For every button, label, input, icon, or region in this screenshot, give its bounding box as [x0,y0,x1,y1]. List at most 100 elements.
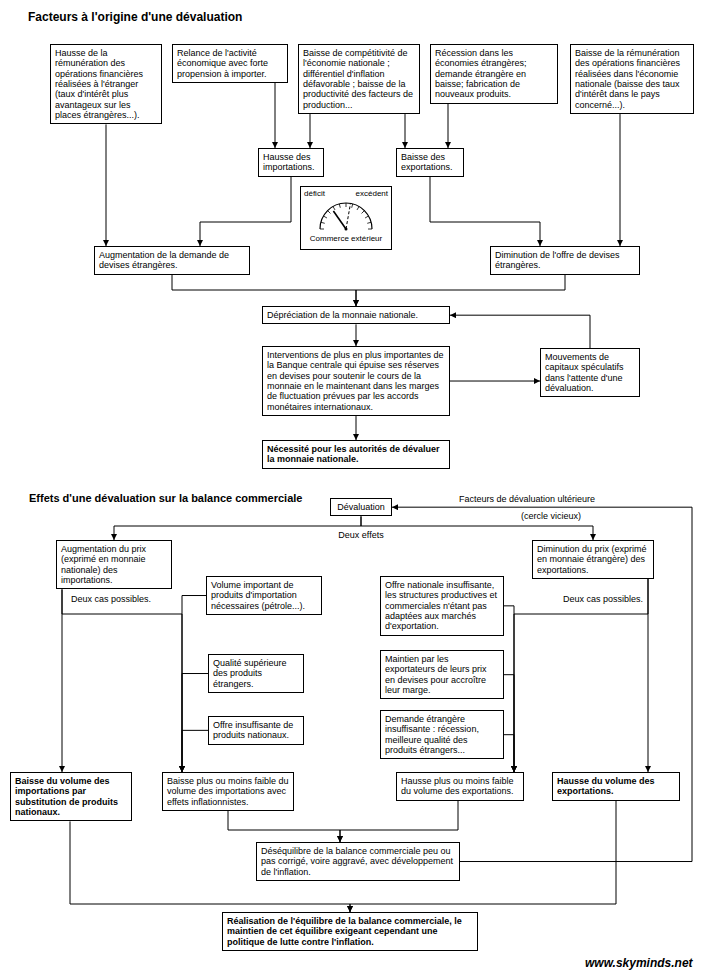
dial-tick [368,229,372,230]
flow-connector [182,674,208,772]
dial-tick [367,222,371,223]
flow-connector [356,416,357,440]
flow-connector [114,516,361,540]
process-box: Relance de l'activité économique avec fo… [172,44,288,83]
flow-connector [172,275,356,306]
process-box: Nécessité pour les autorités de dévaluer… [262,440,450,469]
gauge-panel: déficit excédentCommerce extérieur [300,186,392,250]
process-box: Hausse de la rémunération des opérations… [50,44,162,124]
box-text: Baisse du volume des importations par su… [15,776,127,817]
dial-tick [365,216,368,218]
flow-connector [450,315,590,348]
process-box: Dévaluation [330,498,392,516]
dial-tick [320,229,324,230]
box-text: Offre nationale insuffisante, les struct… [385,580,499,632]
process-box: Baisse du volume des importations par su… [10,772,132,821]
process-box: Diminution de l'offre de devises étrangè… [490,246,640,275]
box-text: Demande étrangère insuffisante : récessi… [385,714,499,755]
box-text: Interventions de plus en plus importante… [267,350,445,412]
box-text: Volume important de produits d'importati… [211,580,317,611]
process-box: Hausse du volume des exportations. [552,772,680,801]
dial-needle [333,211,346,229]
box-text: Réalisation de l'équilibre de la balance… [227,916,473,947]
dial-tick [362,211,365,214]
process-box: Interventions de plus en plus importante… [262,346,450,416]
gauge-text: déficit [304,189,325,198]
flow-connector [200,177,291,246]
box-text: Qualité supérieure des produits étranger… [213,658,299,689]
box-text: Hausse de la rémunération des opérations… [55,48,157,120]
process-box: Réalisation de l'équilibre de la balance… [222,912,478,951]
flow-connector [310,114,311,148]
box-text: Hausse plus ou moins faible du volume de… [401,776,519,797]
process-box: Hausse plus ou moins faible du volume de… [396,772,524,801]
process-box: Offre nationale insuffisante, les struct… [380,576,504,636]
branch-label: Deux cas possibles. [70,594,152,605]
flow-connector [275,83,276,148]
flow-connector [356,275,565,306]
box-text: Baisse de compétitivité de l'économie na… [303,48,415,110]
box-text: Diminution du prix (exprimé en monnaie é… [537,544,649,575]
process-box: Augmentation de la demande de devises ét… [94,246,250,275]
loop-label: Facteurs de dévaluation ultérieure [458,494,596,505]
box-text: Hausse des importations. [263,152,319,173]
box-text: Baisse plus ou moins faible du volume de… [167,776,289,807]
box-text: Déséquilibre de la balance commerciale p… [261,846,455,877]
flow-connector [182,596,206,772]
watermark: www.skyminds.net [584,956,694,970]
dial-tick [333,206,335,209]
box-text: Augmentation de la demande de devises ét… [99,250,245,271]
flow-connector [450,381,540,382]
flow-connector [106,124,107,246]
box-text: Récession dans les économies étrangères;… [435,48,553,100]
flow-connector [620,114,621,246]
dial-tick [352,204,353,208]
box-text: Dévaluation [335,502,387,512]
flow-connector [62,589,63,772]
process-box: Récession dans les économies étrangères;… [430,44,558,104]
flow-connector [62,589,182,772]
dial-mark [346,203,351,229]
process-box: Augmentation du prix (exprimé en monnaie… [56,540,172,589]
process-box: Hausse des importations. [258,148,324,177]
dial-tick [321,222,325,223]
loop-label: (cercle vicieux) [520,511,582,522]
gauge-text: Commerce extérieur [304,198,388,243]
box-text: Diminution de l'offre de devises étrangè… [495,250,635,271]
process-box: Qualité supérieure des produits étranger… [208,654,304,693]
flow-connector [430,177,540,246]
dial-tick [339,204,340,208]
box-text: Mouvements de capitaux spéculatifs dans … [545,352,635,393]
process-box: Baisse plus ou moins faible du volume de… [162,772,294,811]
process-box: Déséquilibre de la balance commerciale p… [256,842,460,881]
dial-tick [323,216,326,218]
dial-tick [328,211,331,214]
dial-arc [320,203,372,229]
process-box: Mouvements de capitaux spéculatifs dans … [540,348,640,397]
dial-tick [346,203,347,207]
process-box: Volume important de produits d'importati… [206,576,322,615]
box-text: Baisse des exportations. [401,152,459,173]
flow-connector [356,324,357,346]
flow-connector [340,801,458,842]
box-text: Maintien par les exportateurs de leurs p… [385,654,499,695]
gauge-text: excédent [356,189,388,198]
branch-label: Deux effets [337,530,384,541]
diagram-title: Facteurs à l'origine d'une dévaluation [28,10,242,24]
section-title: Effets d'une dévaluation sur la balance … [28,492,303,505]
box-text: Nécessité pour les autorités de dévaluer… [267,444,445,465]
flow-connector [448,104,449,148]
box-text: Hausse du volume des exportations. [557,776,675,797]
branch-label: Deux cas possibles. [562,594,644,605]
flow-connector [504,675,514,772]
box-text: Relance de l'activité économique avec fo… [177,48,283,79]
box-text: Baisse de la rémunération des opérations… [575,48,689,110]
process-box: Diminution du prix (exprimé en monnaie é… [532,540,654,579]
flow-connector [228,811,340,842]
process-box: Baisse de la rémunération des opérations… [570,44,694,114]
flow-connector [504,735,514,772]
dial-pivot [345,228,348,231]
